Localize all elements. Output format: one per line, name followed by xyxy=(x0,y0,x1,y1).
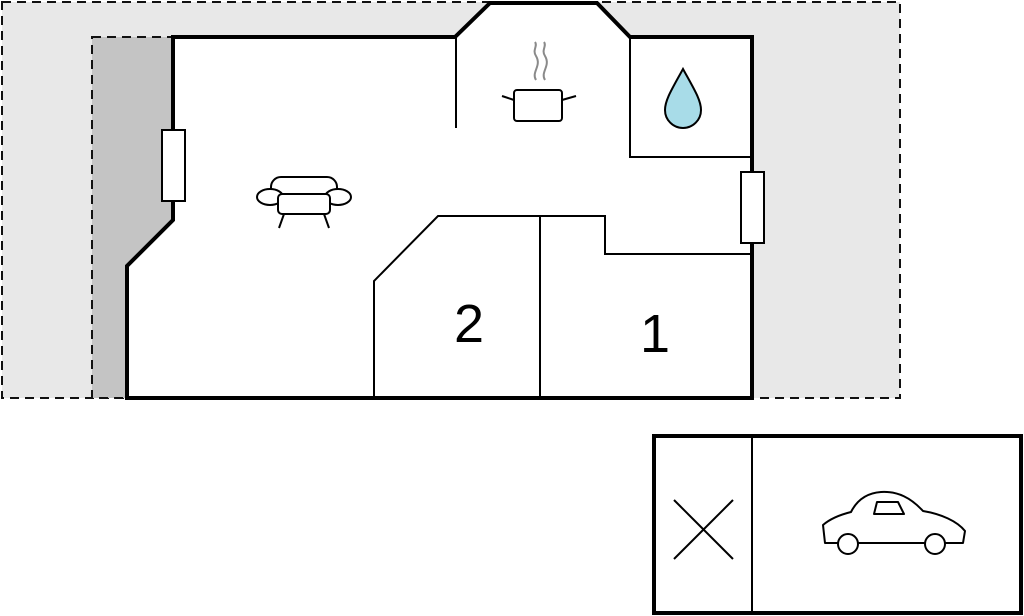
cross-icon xyxy=(673,499,734,560)
water-drop-icon xyxy=(663,66,703,129)
car-icon xyxy=(822,490,966,555)
window-right xyxy=(740,171,765,244)
window-left xyxy=(161,129,186,202)
bathroom-wall xyxy=(629,37,752,158)
bedroom-1-wall xyxy=(540,215,752,255)
cooking-pot-icon xyxy=(501,41,577,122)
house-outline xyxy=(125,0,754,400)
bedroom-2-wall xyxy=(373,215,540,398)
bedroom-2-label: 2 xyxy=(454,294,484,354)
bedroom-1-label: 1 xyxy=(640,304,670,364)
sofa-icon xyxy=(256,176,352,229)
